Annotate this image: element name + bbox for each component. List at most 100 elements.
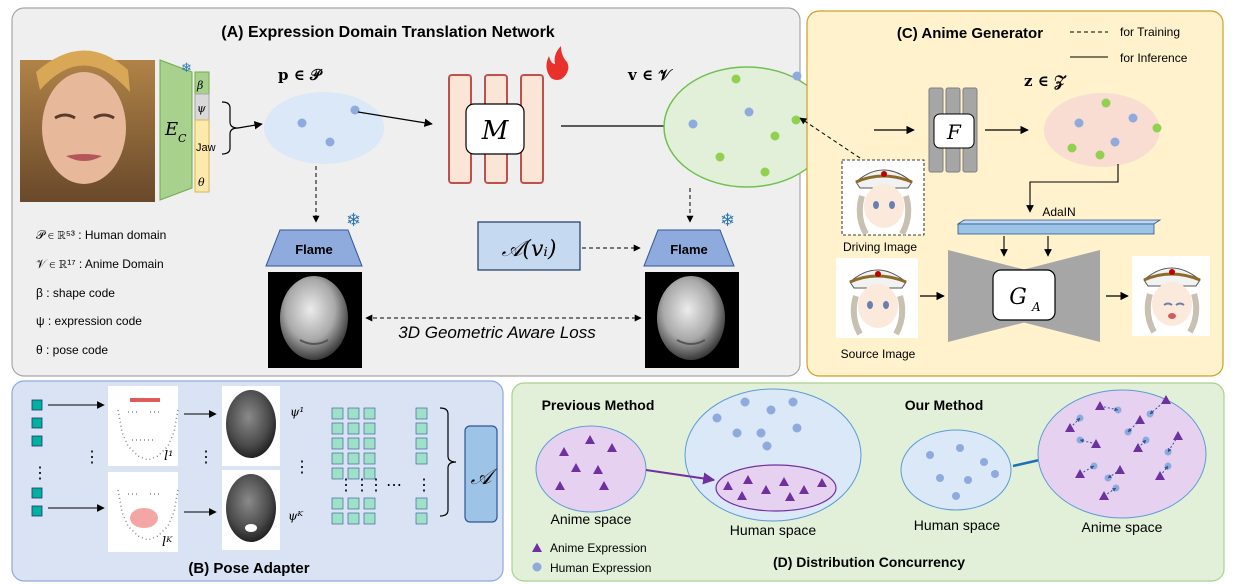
alignment-link <box>1149 399 1167 415</box>
generator-subscript: A <box>1031 300 1041 314</box>
legend-human-domain: 𝒫 ∈ ℝ⁵³ : Human domain <box>36 228 166 242</box>
anime-dot <box>1152 123 1162 133</box>
flame-block-right: Flame ❄ <box>643 210 735 267</box>
prev-human-space-label: Human space <box>730 522 817 538</box>
parameter-cell <box>347 452 360 465</box>
code-jaw: Jaw <box>196 142 216 154</box>
landmark-image-k <box>108 472 179 552</box>
alignment-link <box>1079 465 1095 475</box>
our-anime-space-label: Anime space <box>1082 519 1163 535</box>
panel-a-title: (A) Expression Domain Translation Networ… <box>221 24 555 41</box>
encoder-label: E <box>164 119 178 140</box>
parameter-cell <box>415 422 428 435</box>
generator-label: G <box>1009 285 1027 310</box>
human-dot <box>350 105 360 115</box>
prev-anime-space <box>535 425 647 513</box>
parameter-cell <box>347 467 360 480</box>
flame-left-label: Flame <box>295 242 333 257</box>
source-image-label: Source Image <box>841 347 916 361</box>
legend-expression-code: ψ : expression code <box>36 314 142 328</box>
adapter-term-box <box>477 221 581 271</box>
vdots: ⋮ <box>84 449 100 466</box>
parameter-cell <box>331 452 344 465</box>
anime-triangle <box>817 478 827 487</box>
human-dot <box>732 428 742 438</box>
human-dot <box>792 423 802 433</box>
parameter-cell <box>415 437 428 450</box>
parameter-cell <box>347 497 360 510</box>
human-dot <box>788 397 798 407</box>
landmark-image-1 <box>108 386 179 466</box>
anime-dot <box>731 74 741 84</box>
vdots: ⋮ <box>32 465 48 482</box>
parameter-cell <box>363 497 376 510</box>
flame-head-right <box>645 272 739 368</box>
geometric-loss-label: 3D Geometric Aware Loss <box>398 323 596 342</box>
mapper-m: M <box>448 46 569 184</box>
parameter-cell <box>415 512 428 525</box>
anime-dot <box>1101 98 1111 108</box>
alignment-link <box>1099 405 1119 412</box>
anime-triangle <box>1161 395 1171 404</box>
vdots: ⋮ <box>368 477 384 494</box>
panel-a: (A) Expression Domain Translation Networ… <box>11 7 831 377</box>
parameter-cell <box>347 512 360 525</box>
parameter-cell <box>347 437 360 450</box>
panel-d: Previous Method Our Method Anime space H… <box>511 382 1225 582</box>
parameter-cell <box>331 497 344 510</box>
hdots: ⋯ <box>386 477 402 494</box>
anime-triangle <box>599 481 609 490</box>
anime-dot <box>760 167 770 177</box>
human-dot <box>744 107 754 117</box>
anime-triangle <box>1173 431 1183 440</box>
anime-triangle <box>799 485 809 494</box>
driving-image-label: Driving Image <box>843 240 917 254</box>
parameter-cell <box>331 422 344 435</box>
previous-method-title: Previous Method <box>542 397 655 413</box>
anime-triangle <box>585 435 595 444</box>
adain-bar <box>957 223 1155 235</box>
parameter-cell <box>363 437 376 450</box>
encoder-ec: E C ❄ <box>159 59 193 201</box>
anime-triangle <box>1135 415 1145 424</box>
parameter-cell <box>331 437 344 450</box>
anime-triangle <box>761 485 771 494</box>
vdots: ⋮ <box>338 477 354 494</box>
adapter-box <box>464 425 498 523</box>
generator-box <box>992 269 1056 321</box>
landmark-l1: l¹ <box>164 449 173 464</box>
human-dot <box>740 397 750 407</box>
human-dot <box>766 405 776 415</box>
human-dot <box>1074 118 1084 128</box>
parameter-cell <box>415 407 428 420</box>
p-set-label: p ∈ 𝒫 <box>278 66 323 84</box>
parameter-cell <box>363 422 376 435</box>
anime-triangle <box>743 475 753 484</box>
mapper-f-label: F <box>946 120 962 144</box>
parameter-cell <box>347 407 360 420</box>
flame-trainable-icon <box>546 46 569 80</box>
human-dot <box>1128 113 1138 123</box>
code-theta: θ <box>198 176 205 189</box>
encoder-subscript: C <box>178 132 187 145</box>
legend-shape-code: β : shape code <box>36 286 115 300</box>
our-aligned-pairs <box>1065 395 1183 500</box>
legend-human-expression: Human Expression <box>550 561 651 575</box>
parameter-cell <box>363 452 376 465</box>
anime-domain-ellipse <box>663 66 831 188</box>
anime-triangle <box>571 463 581 472</box>
human-dot <box>980 458 988 466</box>
human-dot <box>936 474 944 482</box>
psi-1: ψ¹ <box>290 405 304 419</box>
alignment-link <box>1137 439 1147 449</box>
panel-d-title: (D) Distribution Concurrency <box>773 554 965 570</box>
human-dot <box>926 451 934 459</box>
mesh-head-k <box>222 470 280 550</box>
human-dot <box>952 492 960 500</box>
anime-dot <box>1095 150 1105 160</box>
flame-block-left: Flame ❄ <box>265 210 363 267</box>
human-dot <box>297 118 307 128</box>
snowflake-icon: ❄ <box>346 210 361 230</box>
landmark-lk: lᴷ <box>162 535 173 550</box>
